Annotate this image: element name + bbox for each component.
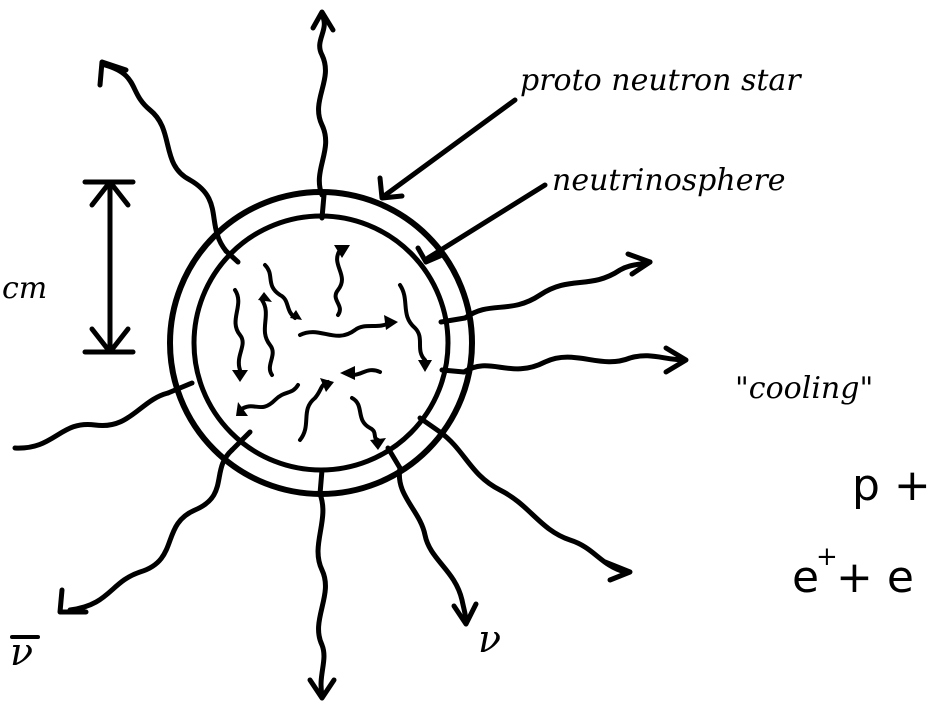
cooling-label: "cooling" [735, 371, 873, 406]
scale-bar [85, 182, 133, 352]
proto-neutron-star-label: proto neutron star [520, 63, 802, 98]
reaction-line-1: p + [852, 460, 931, 511]
pointer-proto-neutron-star [384, 100, 515, 196]
neutrino-up [319, 15, 326, 195]
trapped-neutrinos [235, 250, 425, 440]
trapped-arrowheads [232, 245, 432, 450]
nu-label: ν [478, 617, 501, 661]
neutrino-right-upper [465, 262, 650, 318]
pointer-neutrinosphere [428, 185, 545, 258]
positron-superscript: + [816, 542, 838, 572]
neutrino-upper-left [105, 65, 226, 251]
neutrinosphere-label: neutrinosphere [552, 163, 786, 198]
proto-neutron-star-outline [170, 192, 472, 494]
antineutrino-lower-left [70, 450, 232, 610]
neutrino-left [15, 393, 168, 448]
neutrino-lower-right [399, 468, 466, 622]
neutrino-lower-right-long [440, 432, 625, 572]
label-pointers [380, 100, 545, 262]
neutrino-right [464, 356, 685, 372]
neutrino-down [318, 494, 325, 695]
reaction-line-2-rest: + e [836, 552, 914, 603]
outgoing-neutrinos [15, 12, 686, 698]
scale-label: cm [2, 271, 47, 306]
